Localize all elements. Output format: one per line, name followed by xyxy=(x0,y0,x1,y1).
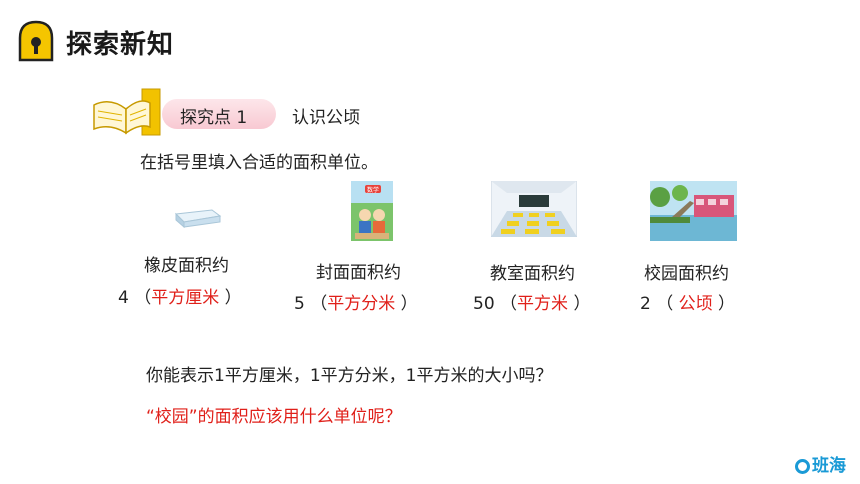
answer-unit: 平方厘米 xyxy=(151,288,220,308)
section-topic: 认识公顷 xyxy=(292,108,360,128)
answer-number: 4 xyxy=(118,288,129,308)
answer-row-classroom: 50 （平方米 ） xyxy=(473,294,591,314)
book-cover-text: 数学 xyxy=(367,186,379,194)
section-point-label: 探究点 1 xyxy=(180,108,248,128)
answer-row-cover: 5 （平方分米 ） xyxy=(294,294,418,314)
question-1: 你能表示1平方厘米，1平方分米，1平方米的大小吗？ xyxy=(146,366,553,386)
answer-unit: 平方分米 xyxy=(327,294,396,314)
open-book-icon xyxy=(90,87,162,139)
answer-number: 50 xyxy=(473,294,495,314)
brand-logo: 班海 xyxy=(795,451,846,476)
math-book-image: 数学 xyxy=(351,181,393,241)
instruction-text: 在括号里填入合适的面积单位。 xyxy=(140,153,378,173)
answer-number: 2 xyxy=(640,294,651,314)
item-label-campus: 校园面积约 xyxy=(644,264,729,284)
eraser-image xyxy=(172,206,222,229)
answer-row-eraser: 4 （平方厘米 ） xyxy=(118,288,242,308)
header-icon xyxy=(18,20,54,62)
item-label-classroom: 教室面积约 xyxy=(490,264,575,284)
answer-row-campus: 2 （ 公顷 ） xyxy=(640,294,736,314)
logo-ring-icon xyxy=(795,459,810,474)
section-pill xyxy=(162,99,276,129)
classroom-image xyxy=(490,180,578,238)
answer-unit: 公顷 xyxy=(678,294,713,314)
campus-image xyxy=(650,181,737,241)
logo-text: 班海 xyxy=(812,456,846,476)
question-2: “校园”的面积应该用什么单位呢？ xyxy=(146,407,402,427)
item-label-eraser: 橡皮面积约 xyxy=(144,256,229,276)
answer-number: 5 xyxy=(294,294,305,314)
page-title: 探索新知 xyxy=(66,30,175,60)
item-label-cover: 封面面积约 xyxy=(316,263,401,283)
answer-unit: 平方米 xyxy=(517,294,569,314)
